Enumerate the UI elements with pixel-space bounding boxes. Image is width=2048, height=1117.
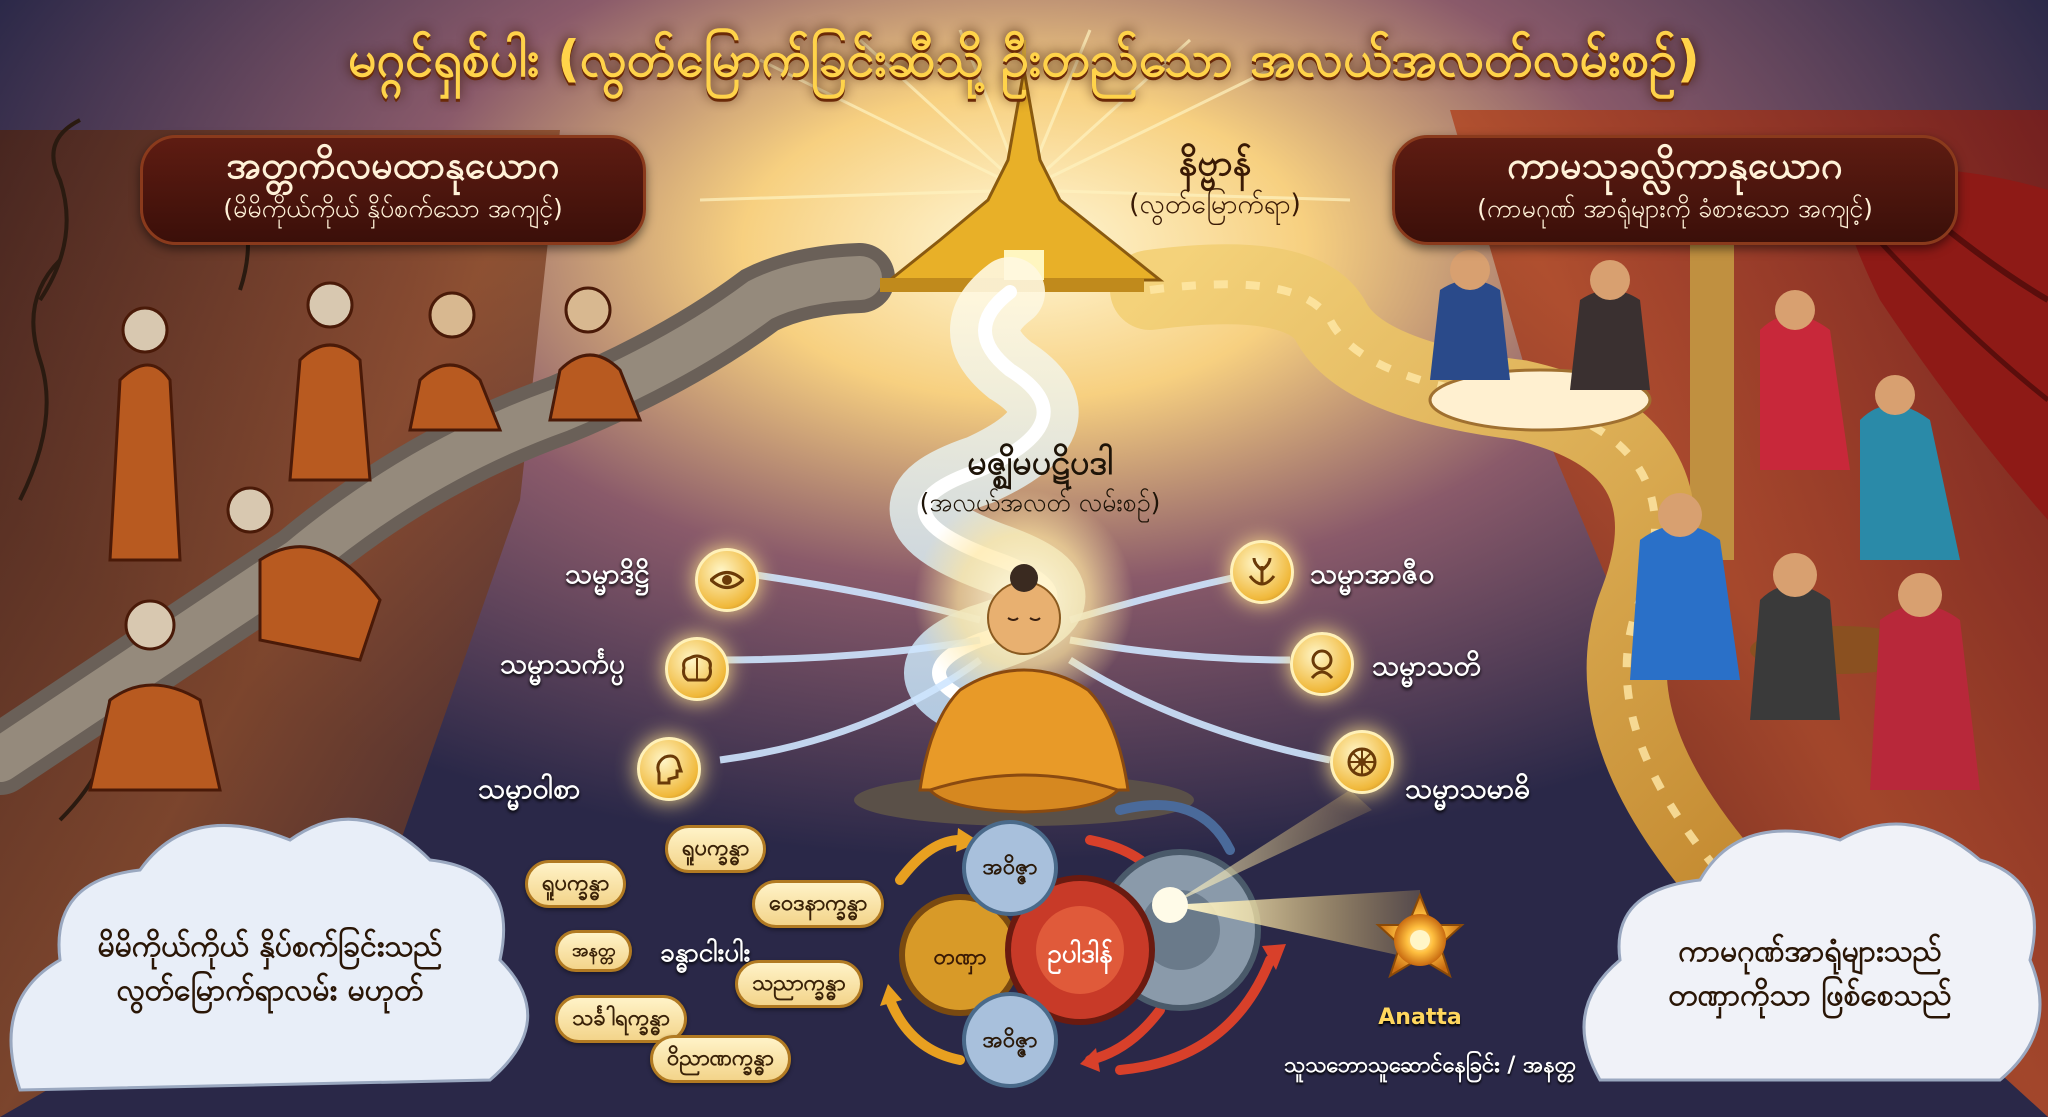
right-cloud-message: ကာမဂုဏ်အာရုံများသည် တဏှာကိုသာ ဖြစ်စေသည် bbox=[1600, 930, 2020, 1018]
meditating-buddha bbox=[854, 490, 1194, 826]
page-title: မဂ္ဂင်ရှစ်ပါး (လွတ်မြောက်ခြင်းဆီသို့ ဦးတ… bbox=[348, 30, 1700, 88]
eye-icon bbox=[695, 548, 759, 612]
khandha-pill-3: ဝေဒနာက္ခန္ဓာ bbox=[752, 880, 885, 928]
nibbana-label: နိဗ္ဗာန် (လွတ်မြောက်ရာ) bbox=[1090, 140, 1340, 222]
brain-icon bbox=[665, 637, 729, 701]
sun-rays bbox=[699, 29, 1351, 202]
light-beam bbox=[1170, 890, 1420, 960]
craving-label: တဏှာ bbox=[933, 945, 987, 970]
khandha-pill-4: အနတ္တ bbox=[555, 930, 633, 972]
left-extreme-banner: အတ္တကိလမထာနုယောဂ (မိမိကိုယ်ကိုယ် နှိပ်စက… bbox=[140, 135, 646, 245]
right-cloud-line-2: တဏှာကိုသာ ဖြစ်စေသည် bbox=[1668, 978, 1952, 1013]
right-cloud bbox=[1582, 822, 2042, 1082]
anatta-english-label: Anatta bbox=[1378, 1005, 1462, 1030]
indulgence-figures bbox=[1428, 250, 1980, 790]
right-banner-heading: ကာမသုခလ္လိကာနုယောဂ bbox=[1507, 143, 1843, 187]
khandha-pill-6: သင်္ခါရက္ခန္ဓာ bbox=[555, 995, 687, 1043]
clinging-label: ဥပါဒါန် bbox=[1047, 939, 1113, 969]
khandha-pill-5: သညာက္ခန္ဓာ bbox=[735, 960, 863, 1008]
left-cloud bbox=[9, 817, 530, 1092]
gear-cycle bbox=[899, 820, 1261, 1088]
factor-right-intention-label: သမ္မာသင်္ကပ္ပ bbox=[500, 647, 626, 680]
ignorance-top-label: အဝိဇ္ဇာ bbox=[982, 855, 1038, 880]
khandha-pill-2: ရူပက္ခန္ဓာ bbox=[665, 825, 767, 873]
khandha-pill-1: ရူပက္ခန္ဓာ bbox=[525, 860, 627, 908]
factor-right-livelihood-label: သမ္မာအာဇီဝ bbox=[1310, 557, 1435, 590]
speaking-head-icon bbox=[637, 737, 701, 801]
left-cloud-line-2: လွတ်မြောက်ရာလမ်း မဟုတ် bbox=[116, 973, 424, 1008]
anatta-burmese-label: သူသဘောသူဆောင်နေခြင်း / အနတ္တ bbox=[1283, 1053, 1577, 1078]
right-cloud-line-1: ကာမဂုဏ်အာရုံများသည် bbox=[1678, 934, 1942, 969]
factor-right-view-label: သမ္မာဒိဋ္ဌိ bbox=[565, 557, 650, 590]
middle-path-heading: မဇ္ဈိမပဋိပဒါ bbox=[967, 443, 1113, 483]
factor-right-speech-label: သမ္မာဝါစာ bbox=[478, 772, 581, 805]
anatta-sun-icon bbox=[1375, 892, 1465, 979]
middle-path-label: မဇ္ဈိမပဋိပဒါ (အလယ်အလတ် လမ်းစဉ်) bbox=[870, 440, 1210, 520]
hands-sprout-icon bbox=[1230, 540, 1294, 604]
factor-right-concentration-label: သမ္မာသမာဓိ bbox=[1405, 772, 1530, 805]
left-banner-heading: အတ္တကိလမထာနုယောဂ bbox=[226, 143, 560, 187]
dharma-wheel-icon bbox=[1330, 730, 1394, 794]
nibbana-heading: နိဗ္ဗာန် bbox=[1178, 143, 1252, 184]
middle-path-subheading: (အလယ်အလတ် လမ်းစဉ်) bbox=[919, 488, 1161, 517]
left-cloud-message: မိမိကိုယ်ကိုယ် နှိပ်စက်ခြင်းသည် လွတ်မြော… bbox=[50, 925, 490, 1013]
factor-right-mindfulness-label: သမ္မာသတိ bbox=[1372, 649, 1481, 682]
left-banner-subheading: (မိမိကိုယ်ကိုယ် နှိပ်စက်သော အကျင့်) bbox=[223, 194, 563, 223]
left-cloud-line-1: မိမိကိုယ်ကိုယ် နှိပ်စက်ခြင်းသည် bbox=[97, 929, 443, 964]
five-aggregates-label: ခန္ဓာငါးပါး bbox=[660, 938, 751, 968]
nibbana-subheading: (လွတ်မြောက်ရာ) bbox=[1129, 189, 1301, 220]
mindful-head-icon bbox=[1290, 632, 1354, 696]
ignorance-bottom-label: အဝိဇ္ဇာ bbox=[982, 1028, 1038, 1053]
right-extreme-banner: ကာမသုခလ္လိကာနုယောဂ (ကာမဂုဏ် အာရုံများကို… bbox=[1392, 135, 1958, 245]
ascetic-figures bbox=[88, 281, 643, 792]
khandha-pill-7: ဝိညာဏက္ခန္ဓာ bbox=[650, 1035, 791, 1083]
right-banner-subheading: (ကာမဂုဏ် အာရုံများကို ခံစားသော အကျင့်) bbox=[1477, 194, 1873, 223]
